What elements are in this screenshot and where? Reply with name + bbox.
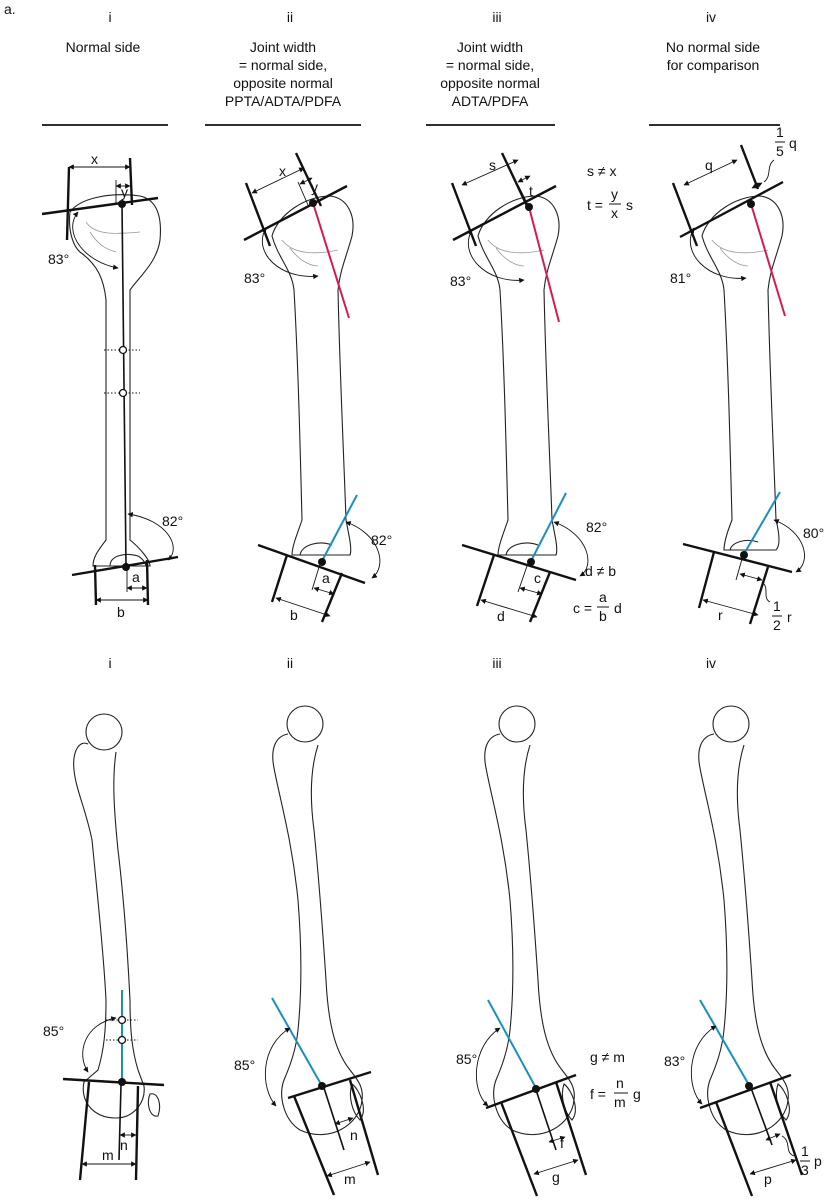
label-x: x: [91, 151, 98, 167]
tibia-outline: [271, 195, 354, 556]
formula-r-den: 2: [773, 617, 781, 633]
angle-distal: 82°: [371, 532, 392, 548]
tibia-diagram-iii: s t 83° s ≠ x t = y x s 82° c d d ≠ b c …: [450, 152, 633, 624]
angle-proximal: 83°: [450, 273, 471, 289]
femur-diagram-iv: 83° 1 3 p p: [664, 705, 822, 1197]
femur-numeral-iii: iii: [492, 655, 501, 671]
column-numeral: ii: [287, 9, 293, 25]
label-n: n: [120, 1137, 128, 1153]
column-numeral: iii: [492, 9, 501, 25]
column-heading-line: Normal side: [66, 39, 141, 55]
femur-diagram-iii: 85° f g g ≠ m f = n m g: [456, 705, 641, 1197]
label-n: n: [350, 1127, 358, 1143]
formula-r-var: r: [787, 609, 792, 625]
column-header-ii: ii Joint width = normal side, opposite n…: [205, 9, 361, 126]
label-y: y: [121, 184, 128, 200]
label-m: m: [102, 1147, 114, 1163]
label-b: b: [290, 607, 298, 623]
angle-femur: 85°: [43, 1023, 64, 1039]
tibia-diagram-ii: x y 83° 82° a b: [243, 152, 392, 623]
label-r: r: [718, 607, 723, 623]
formula-f-var: g: [633, 1086, 641, 1102]
formula-c-lhs: c =: [573, 600, 592, 616]
tibia-outline: [477, 195, 560, 556]
angle-proximal: 83°: [48, 251, 69, 267]
formula-t-var: s: [626, 197, 633, 213]
femur-outline: [484, 733, 575, 1136]
formula-q-den: 5: [776, 143, 784, 159]
column-heading-line: ADTA/PDFA: [452, 93, 529, 109]
formula-c-var: d: [614, 600, 622, 616]
label-d: d: [497, 608, 505, 624]
tibia-diagram-i: x y 83° 82° a b: [41, 151, 183, 620]
label-g: g: [552, 1169, 560, 1185]
column-heading-line: Joint width: [457, 39, 523, 55]
femur-diagram-ii: 85° n m: [234, 705, 380, 1196]
formula-p-den: 3: [801, 1162, 809, 1178]
column-header-i: i Normal side: [42, 9, 168, 126]
formula-p-num: 1: [801, 1143, 809, 1159]
column-header-iv: iv No normal side for comparison: [649, 9, 780, 126]
column-heading-line: opposite normal: [233, 75, 333, 91]
formula-p-var: p: [814, 1153, 822, 1169]
label-y: y: [311, 179, 318, 195]
column-heading-line: No normal side: [666, 39, 760, 55]
angle-proximal: 83°: [244, 270, 265, 286]
angle-distal: 82°: [162, 513, 183, 529]
label-s: s: [489, 157, 496, 173]
angle-femur: 85°: [234, 1057, 255, 1073]
column-heading-line: for comparison: [667, 57, 760, 73]
label-a: a: [132, 569, 140, 585]
label-t: t: [529, 183, 533, 199]
femur-numeral-iv: iv: [706, 655, 716, 671]
femur-numeral-ii: ii: [287, 655, 293, 671]
angle-distal: 80°: [803, 525, 824, 541]
label-p: p: [764, 1171, 772, 1187]
formula-d-ne-b: d ≠ b: [585, 563, 616, 579]
column-header-iii: iii Joint width = normal side, opposite …: [426, 9, 555, 126]
label-c: c: [534, 570, 541, 586]
formula-c-num: a: [599, 589, 607, 605]
label-f: f: [560, 1135, 564, 1151]
femur-diagram-i: 85° n m: [43, 713, 165, 1181]
label-x: x: [279, 163, 286, 179]
formula-t-num: y: [611, 186, 618, 202]
formula-g-ne-m: g ≠ m: [590, 1049, 625, 1065]
formula-q-num: 1: [776, 124, 784, 140]
label-q: q: [705, 157, 713, 173]
formula-c-den: b: [599, 608, 607, 624]
formula-q-var: q: [789, 135, 797, 151]
column-numeral: iv: [706, 9, 716, 25]
label-m: m: [344, 1171, 356, 1187]
femur-outline: [698, 733, 789, 1136]
formula-t-den: x: [611, 205, 618, 221]
tibia-outline: [701, 195, 784, 551]
formula-f-den: m: [614, 1094, 626, 1110]
angle-proximal: 81°: [670, 270, 691, 286]
femur-outline: [73, 742, 145, 1119]
tibia-diagram-iv: q 1 5 q 81° 80° 1 2 r r: [670, 124, 824, 633]
formula-r-num: 1: [773, 598, 781, 614]
column-heading-line: = normal side,: [446, 57, 534, 73]
column-heading-line: opposite normal: [440, 75, 540, 91]
column-heading-line: PPTA/ADTA/PDFA: [225, 93, 342, 109]
formula-f-num: n: [616, 1075, 624, 1091]
femur-numeral-i: i: [108, 655, 111, 671]
angle-distal: 82°: [586, 519, 607, 535]
formula-s-ne-x: s ≠ x: [587, 163, 616, 179]
column-heading-line: Joint width: [250, 39, 316, 55]
formula-t-lhs: t =: [587, 197, 603, 213]
angle-femur: 83°: [664, 1053, 685, 1069]
femur-outline: [272, 733, 363, 1136]
panel-label: a.: [4, 1, 16, 17]
label-b: b: [117, 604, 125, 620]
column-heading-line: = normal side,: [239, 57, 327, 73]
column-numeral: i: [108, 9, 111, 25]
formula-f-lhs: f =: [590, 1086, 606, 1102]
angle-femur: 85°: [456, 1051, 477, 1067]
label-a: a: [322, 570, 330, 586]
